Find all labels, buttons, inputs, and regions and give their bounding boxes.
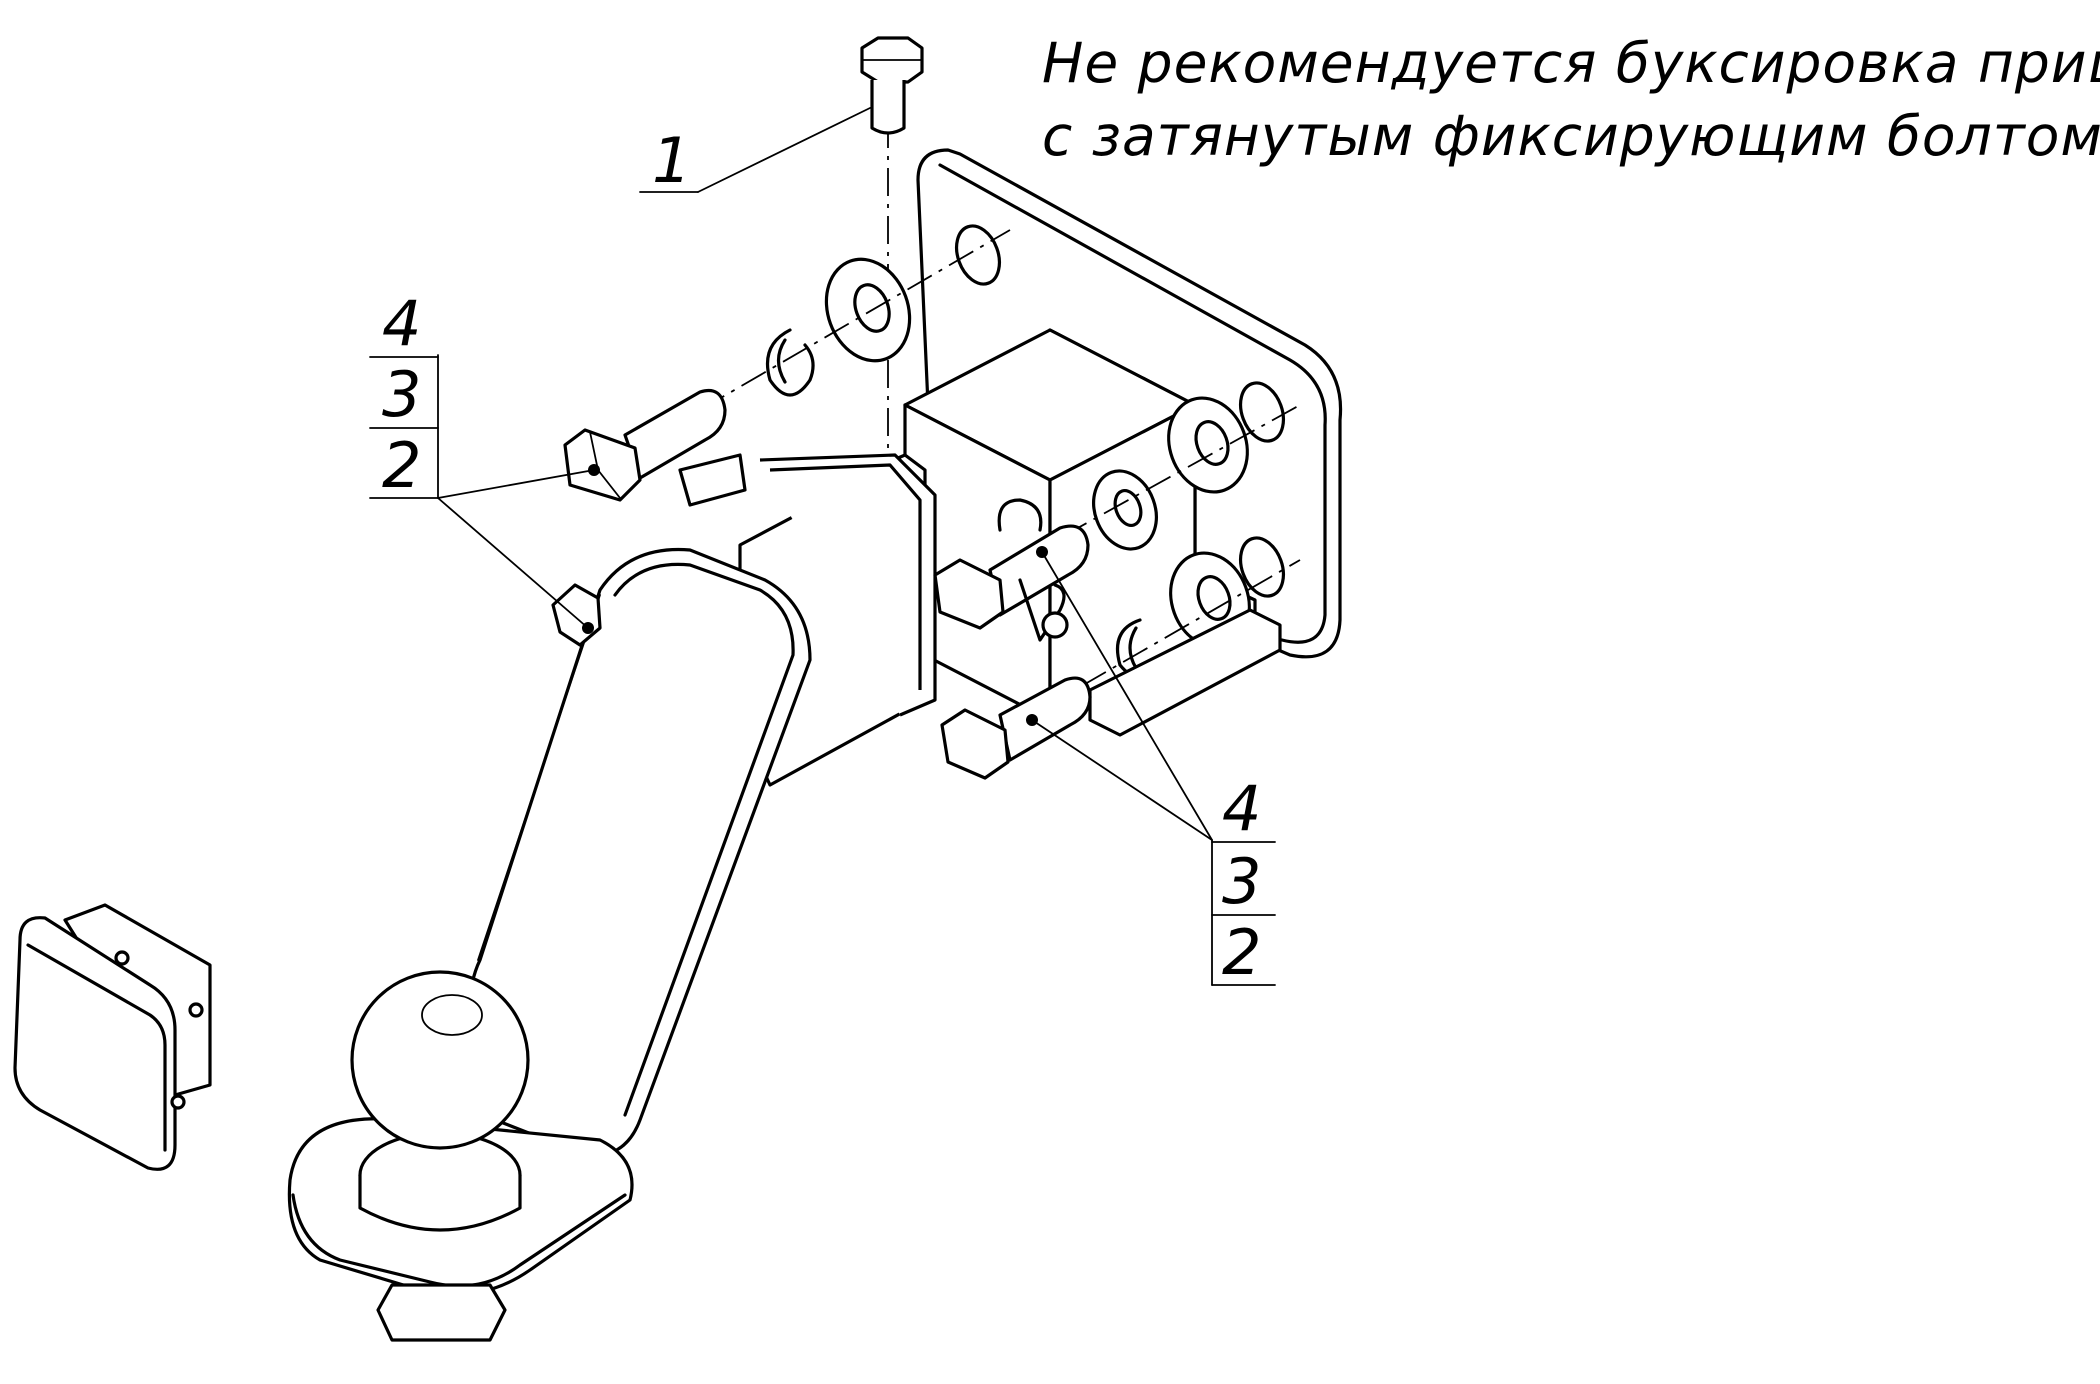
fixing-bolt-top xyxy=(860,36,924,135)
callout-right-4: 4 xyxy=(1222,772,1261,845)
callout-right-2: 2 xyxy=(1222,916,1261,989)
washer-large-right-top xyxy=(1167,396,1249,494)
callout-leader-right-a xyxy=(1041,551,1213,841)
callout-left-3: 3 xyxy=(382,358,421,431)
tow-ball xyxy=(287,970,634,1342)
receiver-cap xyxy=(13,903,212,1171)
callout-leader-right-b xyxy=(1031,719,1213,841)
plate-hole-top-left xyxy=(954,224,1002,286)
callout-1: 1 xyxy=(652,124,691,197)
side-bracket xyxy=(678,453,747,507)
safety-clip xyxy=(997,498,1069,642)
bolt-axis-top-left xyxy=(699,229,1011,411)
plate-hole-right-top xyxy=(1238,381,1286,443)
callout-leader-1 xyxy=(697,107,871,193)
lower-bracket xyxy=(1088,608,1282,737)
callout-leader-left-b xyxy=(437,497,589,629)
washer-medium-right xyxy=(1092,469,1158,551)
callout-left-4: 4 xyxy=(382,287,421,360)
hex-bolt-left-lower xyxy=(551,583,602,647)
receiver-housing xyxy=(903,328,1197,722)
warning-note-line-1: Не рекомендуется буксировка прицепа xyxy=(1042,31,2100,95)
spring-washer-top xyxy=(765,328,815,397)
hex-bolt-right-lower xyxy=(940,676,1092,780)
hex-bolt-right-upper xyxy=(933,524,1090,630)
warning-note-line-2: с затянутым фиксирующим болтом! xyxy=(1042,104,2100,168)
plate-hole-right-bottom xyxy=(1238,536,1286,598)
callout-right-3: 3 xyxy=(1222,845,1261,918)
washer-large-top xyxy=(824,257,912,363)
hex-bolt-upper-left xyxy=(563,388,727,502)
callout-leader-left-a xyxy=(437,469,595,499)
callout-left-2: 2 xyxy=(382,429,421,502)
